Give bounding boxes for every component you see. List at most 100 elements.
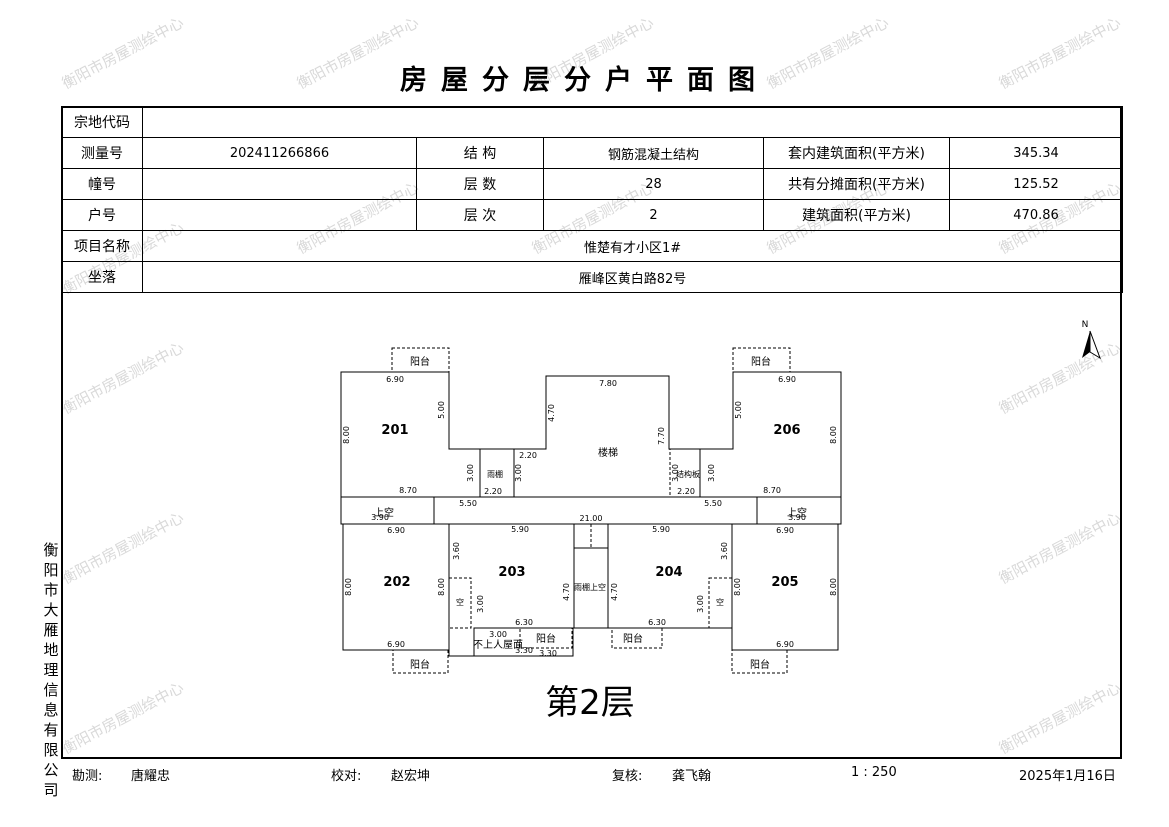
jianzhu-value: 470.86 (948, 199, 1124, 231)
kong-label: 空 (456, 597, 464, 607)
unit-label: 204 (655, 565, 682, 580)
info-table: 宗地代码 测量号 202411266866 结 构 钢筋混凝土结构 套内建筑面积… (61, 106, 1124, 293)
unit-label: 203 (498, 565, 525, 580)
dim-label: 3.00 (696, 595, 705, 613)
dim-label: 6.90 (386, 375, 404, 384)
rain-shed-label: 雨棚 (487, 469, 503, 479)
dim-label: 3.00 (707, 464, 716, 482)
dim-label: 8.00 (733, 578, 742, 596)
dim-label: 5.00 (437, 401, 446, 419)
zuoluo-value: 雁峰区黄白路82号 (141, 261, 1124, 293)
dim-label: 2.20 (484, 487, 502, 496)
censhu-label: 层 数 (416, 168, 544, 200)
dim-label: 8.00 (344, 578, 353, 596)
page-title: 房屋分层分户平面图 (400, 65, 769, 96)
dim-label: 4.70 (547, 404, 556, 422)
dim-label: 5.90 (652, 525, 670, 534)
reviewer-name: 龚飞翰 (672, 769, 712, 784)
dim-label: 4.70 (562, 583, 571, 601)
dim-label: 8.00 (829, 578, 838, 596)
structure-label: 结构板 (676, 469, 700, 479)
dim-label: 3.00 (514, 464, 523, 482)
dim-label: 4.70 (610, 583, 619, 601)
kong-label: 空 (716, 597, 724, 607)
dim-label: 6.30 (648, 618, 666, 627)
company-name-vertical: 衡阳市大雁地理信息有限公司 (43, 541, 59, 799)
dim-label: 3.00 (476, 595, 485, 613)
jiegou-label: 结 构 (416, 137, 544, 169)
dim-label: 5.50 (459, 499, 477, 508)
scale-label: 1 : 250 (851, 765, 897, 780)
stair-label: 楼梯 (598, 446, 618, 459)
dim-label: 6.90 (776, 640, 794, 649)
table-row: 户号 层 次 2 建筑面积(平方米) 470.86 (61, 199, 1124, 231)
table-row: 幢号 层 数 28 共有分摊面积(平方米) 125.52 (61, 168, 1124, 200)
unit-201-outline (340, 371, 481, 498)
balcony-bottom-mid-left (519, 627, 573, 649)
zuoluo-label: 坐落 (61, 261, 143, 293)
hu-label: 户号 (61, 199, 143, 231)
balcony-label: 阳台 (750, 658, 770, 671)
cenci-label: 层 次 (416, 199, 544, 231)
balcony-205-bottom (731, 649, 788, 674)
checker-label: 校对: (331, 769, 362, 784)
surveyor-name: 唐耀忠 (131, 769, 171, 784)
unit-206-outline (699, 371, 842, 498)
jiegou-value: 钢筋混凝土结构 (543, 137, 764, 169)
dim-label: 3.30 (515, 646, 533, 655)
floor-label: 第2层 (545, 683, 635, 723)
dim-label: 3.00 (466, 464, 475, 482)
dim-label: 7.80 (599, 379, 617, 388)
dim-label: 8.70 (763, 486, 781, 495)
balcony-label: 阳台 (536, 632, 556, 645)
void-label: 上空 (787, 506, 807, 519)
dim-label: 3.30 (539, 649, 557, 658)
table-row: 项目名称 惟楚有才小区1# (61, 230, 1124, 262)
dim-label: 5.50 (704, 499, 722, 508)
dim-label: 7.70 (657, 427, 666, 445)
gongyou-label: 共有分摊面积(平方米) (763, 168, 950, 200)
dim-label: 6.90 (776, 526, 794, 535)
cenci-value: 2 (543, 199, 764, 231)
dim-label: 3.60 (452, 542, 461, 560)
balcony-label: 阳台 (410, 658, 430, 671)
balcony-label: 阳台 (623, 632, 643, 645)
balcony-bottom-mid-right (611, 627, 663, 649)
balcony-201-top (391, 347, 450, 373)
taonei-value: 345.34 (948, 137, 1124, 169)
north-label: N (1082, 320, 1089, 330)
dim-label: 8.00 (342, 426, 351, 444)
xiangmu-value: 惟楚有才小区1# (141, 230, 1124, 262)
unit-label: 205 (771, 575, 798, 590)
unit-label: 201 (381, 423, 408, 438)
surveyor-label: 勘测: (72, 769, 103, 784)
balcony-206-top (732, 347, 791, 373)
balcony-label: 阳台 (410, 355, 430, 368)
dim-label: 8.70 (399, 486, 417, 495)
dim-label: 3.90 (371, 513, 389, 522)
dim-label: 3.60 (720, 542, 729, 560)
roof-not-accessible (473, 627, 574, 657)
table-row: 测量号 202411266866 结 构 钢筋混凝土结构 套内建筑面积(平方米)… (61, 137, 1124, 169)
dim-label: 3.90 (788, 513, 806, 522)
dim-label: 2.20 (677, 487, 695, 496)
zhuang-label: 幢号 (61, 168, 143, 200)
unit-label: 206 (773, 423, 800, 438)
table-row: 坐落 雁峰区黄白路82号 (61, 261, 1124, 293)
dim-label: 2.20 (519, 451, 537, 460)
dim-label: 6.30 (515, 618, 533, 627)
dim-label: 3.00 (671, 464, 680, 482)
rain-v-label: 雨棚 (574, 582, 590, 592)
dim-label: 6.90 (387, 526, 405, 535)
celiang-label: 测量号 (61, 137, 143, 169)
up-v-label: 上空 (590, 582, 606, 592)
reviewer-label: 复核: (612, 769, 643, 784)
dim-label: 21.00 (580, 514, 603, 523)
dim-label: 8.00 (829, 426, 838, 444)
date-label: 2025年1月16日 (1019, 769, 1116, 784)
dim-label: 8.00 (437, 578, 446, 596)
unit-label: 202 (383, 575, 410, 590)
checker-name: 赵宏坤 (391, 769, 431, 784)
dim-label: 6.90 (778, 375, 796, 384)
